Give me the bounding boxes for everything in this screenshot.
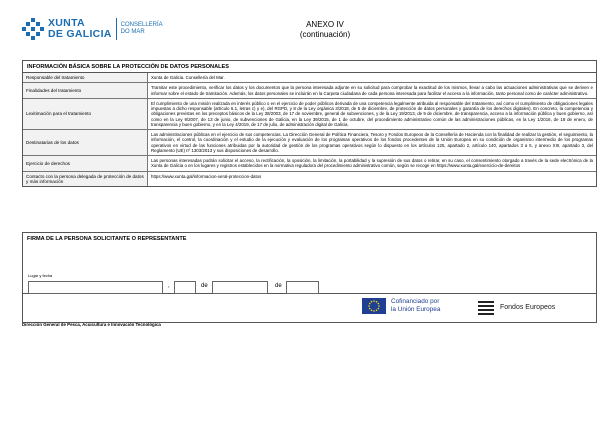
row-label: Finalidades del tratamiento [23, 83, 148, 98]
row-value: https://www.xunta.gal/informacion-xeral-… [151, 173, 262, 179]
de-separator: de [201, 283, 208, 289]
row-value: Las personas interesadas podrán solicita… [151, 158, 593, 169]
fondos-europeos-text: Fondos Europeos [500, 304, 556, 311]
xunta-cross-icon [22, 18, 44, 40]
table-row-finalidades: Finalidades del tratamiento Tramitar est… [23, 83, 596, 99]
anexo-subtitle: (continuación) [299, 30, 351, 39]
row-value: Tramitar este procedimiento, verificar l… [151, 85, 593, 96]
place-date-label: Lugar y fecha [28, 273, 53, 278]
table-row-destinatarias: Destinatarias de los datos Las administr… [23, 130, 596, 157]
month-field[interactable] [212, 281, 268, 294]
table-row-lexitimacion: Lexitimación para el tratamiento El cump… [23, 98, 596, 131]
logo-conselleria-text: CONSELLERÍA DO MAR [121, 22, 163, 36]
table-row-contacto: Contacto con la persona delegada de prot… [23, 171, 596, 187]
day-field[interactable] [174, 281, 196, 294]
table-title: INFORMACIÓN BÁSICA SOBRE LA PROTECCIÓN D… [23, 61, 596, 73]
table-row-responsable: Responsable del tratamiento Xunta de Gal… [23, 73, 596, 84]
de-separator: de [275, 283, 282, 289]
row-label: Contacto con la persona delegada de prot… [23, 171, 148, 187]
fondos-europeos-icon [478, 301, 494, 315]
anexo-title: ANEXO IV [306, 20, 344, 29]
footer-text: Dirección General de Pesca, Acuicultura … [22, 322, 161, 327]
funding-box [22, 292, 597, 323]
row-label: Destinatarias de los datos [23, 130, 148, 156]
logo-divider [115, 18, 117, 40]
logo-cons-line2: DO MAR [120, 29, 145, 35]
row-label: Ejercicio de derechos [23, 156, 148, 171]
eu-cofinanced-text: Cofinanciado por la Unión Europea [391, 298, 440, 314]
year-field[interactable] [286, 281, 319, 294]
place-field[interactable] [28, 281, 163, 294]
table-row-derechos: Ejercicio de derechos Las personas inter… [23, 156, 596, 172]
eu-flag-icon [362, 298, 386, 314]
logo-xunta-text: XUNTA DE GALICIA [48, 18, 112, 40]
eu-line2: la Unión Europea [391, 306, 441, 313]
anexo-heading: ANEXO IV (continuación) [270, 20, 380, 40]
row-label: Lexitimación para el tratamiento [23, 98, 148, 130]
comma-separator: , [168, 283, 170, 289]
xunta-logo: XUNTA DE GALICIA CONSELLERÍA DO MAR [22, 18, 163, 40]
logo-xunta-line1: XUNTA [48, 17, 85, 29]
signature-section: FIRMA DE LA PERSONA SOLICITANTE O REPRES… [22, 232, 597, 294]
row-label: Responsable del tratamiento [23, 73, 148, 83]
data-protection-table: INFORMACIÓN BÁSICA SOBRE LA PROTECCIÓN D… [22, 60, 597, 188]
eu-line1: Cofinanciado por [391, 298, 440, 305]
signature-title: FIRMA DE LA PERSONA SOLICITANTE O REPRES… [27, 236, 187, 242]
row-value: El cumplimiento de una misión realizada … [151, 100, 593, 127]
row-value: Xunta de Galicia. Consellería del Mar. [151, 75, 225, 80]
logo-cons-line1: CONSELLERÍA [120, 22, 163, 28]
logo-xunta-line2: DE GALICIA [48, 28, 112, 40]
row-value: Las administraciones públicas en el ejer… [151, 132, 593, 153]
